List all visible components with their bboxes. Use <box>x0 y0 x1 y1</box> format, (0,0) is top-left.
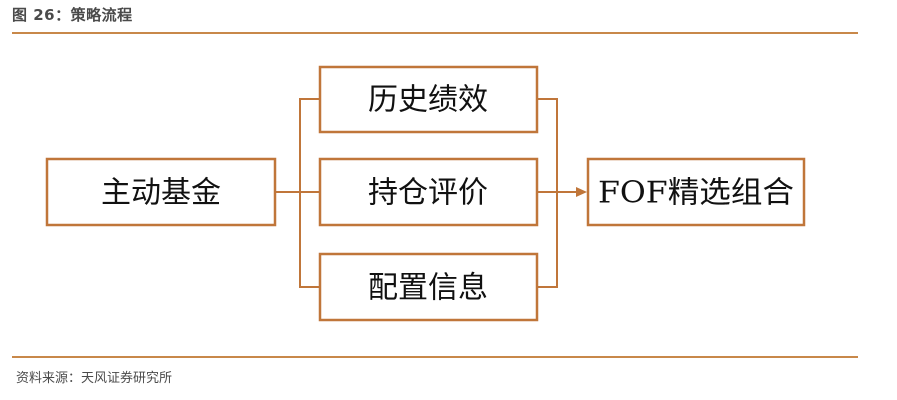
node-allocation-info: 配置信息 <box>318 252 539 322</box>
node-historical-performance-label: 历史绩效 <box>368 83 488 118</box>
node-active-fund-label: 主动基金 <box>101 176 221 211</box>
source-note: 资料来源：天风证券研究所 <box>16 371 173 386</box>
node-historical-performance: 历史绩效 <box>318 65 539 134</box>
node-holding-evaluation-label: 持仓评价 <box>368 176 488 211</box>
node-fof-portfolio: FOF精选组合 <box>586 157 806 227</box>
figure-title: 图 26：策略流程 <box>12 6 133 24</box>
node-allocation-info-label: 配置信息 <box>368 271 488 306</box>
node-active-fund: 主动基金 <box>45 157 277 227</box>
node-holding-evaluation: 持仓评价 <box>318 157 539 227</box>
bottom-divider <box>12 356 858 358</box>
arrowhead-to-fof <box>576 187 587 197</box>
node-fof-portfolio-label: FOF精选组合 <box>598 176 794 211</box>
top-divider <box>12 32 858 34</box>
